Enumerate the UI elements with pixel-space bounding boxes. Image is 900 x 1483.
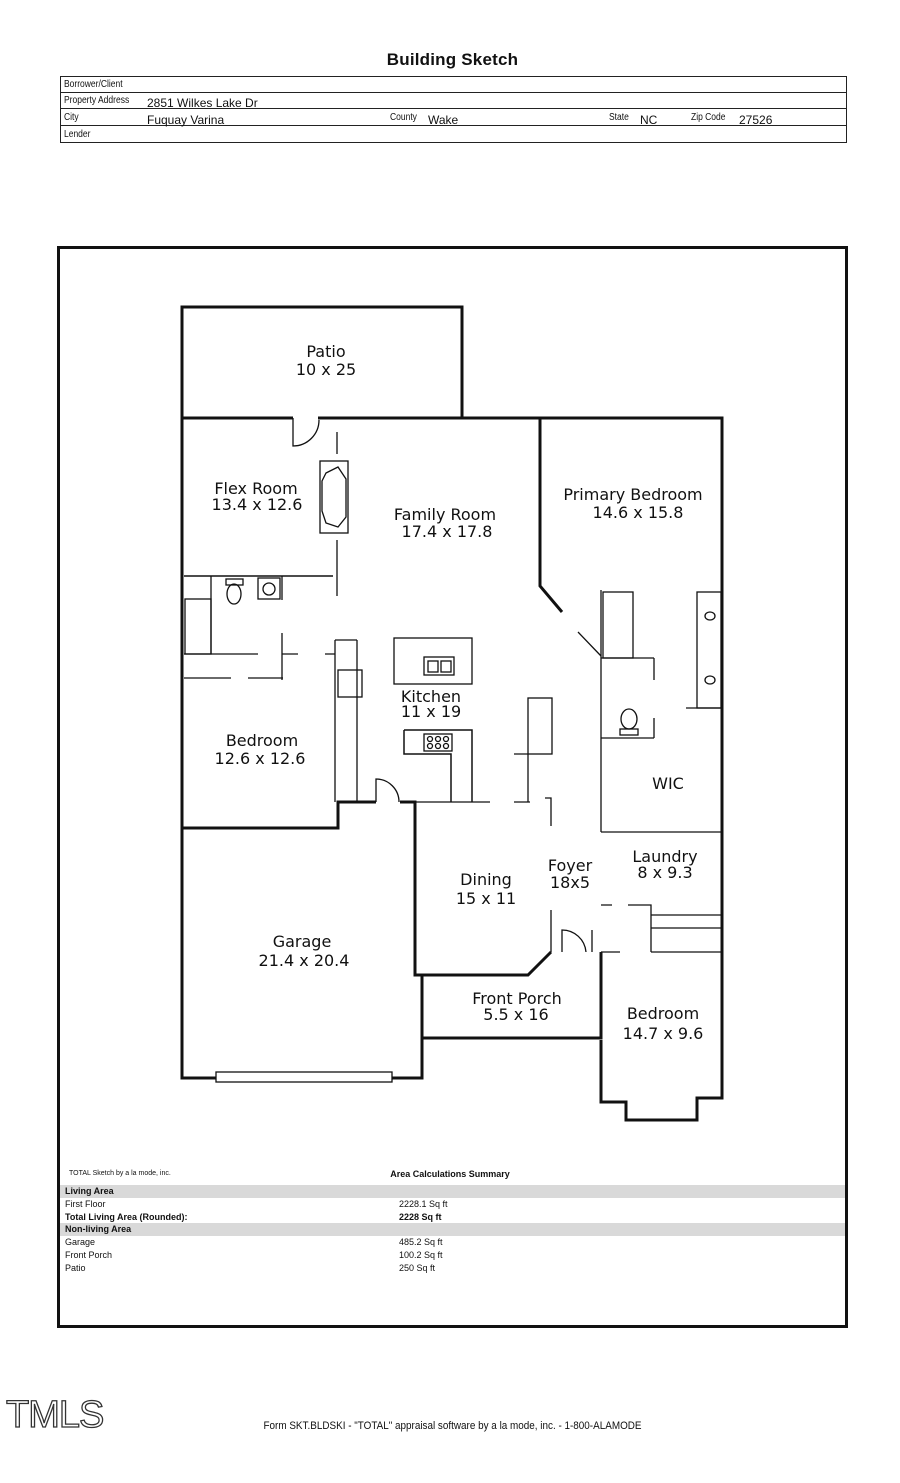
tmls-logo: TMLS [5, 1393, 105, 1436]
property-info-table: Borrower/Client Property Address 2851 Wi… [60, 76, 847, 143]
dining-dims: 15 x 11 [456, 889, 516, 908]
exterior-wall-west [180, 418, 603, 1080]
state-label: State [609, 112, 629, 123]
city-row: City Fuquay Varina County Wake State NC … [61, 110, 846, 127]
lender-row: Lender [61, 127, 846, 143]
summary-row: First Floor 2228.1 Sq ft [60, 1198, 845, 1211]
zip-label: Zip Code [691, 112, 726, 123]
foyer-name: Foyer [548, 856, 593, 875]
address-row: Property Address 2851 Wilkes Lake Dr [61, 93, 846, 110]
family-name: Family Room [394, 505, 496, 524]
summary-row: Front Porch 100.2 Sq ft [60, 1249, 845, 1262]
total-living-value: 2228 Sq ft [399, 1211, 442, 1222]
patio-area-value: 250 Sq ft [399, 1262, 436, 1273]
patio-outline [180, 305, 464, 418]
borrower-label: Borrower/Client [64, 79, 123, 90]
laundry-name: Laundry [632, 847, 697, 866]
total-living-label: Total Living Area (Rounded): [65, 1211, 188, 1222]
toilet-2 [620, 708, 638, 730]
primary-dims: 14.6 x 15.8 [593, 503, 684, 522]
state-value: NC [640, 113, 658, 127]
porch-area-label: Front Porch [65, 1249, 113, 1260]
garage-area-value: 485.2 Sq ft [399, 1237, 443, 1248]
exterior-wall-east [182, 416, 724, 1122]
dining-name: Dining [460, 870, 512, 889]
patio-door [292, 418, 320, 447]
city-label: City [64, 112, 79, 123]
bathtub [184, 598, 212, 655]
primary-wall [538, 418, 564, 613]
toilet-1 [226, 583, 242, 605]
patio-area-label: Patio [65, 1262, 86, 1273]
porch-name: Front Porch [472, 989, 562, 1008]
county-label: County [390, 112, 417, 123]
bedroom2-name: Bedroom [627, 1004, 699, 1023]
porch-area-value: 100.2 Sq ft [399, 1249, 443, 1260]
patio-name: Patio [306, 342, 345, 361]
bedroom1-dims: 12.6 x 12.6 [215, 749, 306, 768]
kitchen-name: Kitchen [401, 687, 461, 706]
patio-dims: 10 x 25 [296, 360, 356, 379]
page-title: Building Sketch [386, 50, 519, 69]
bedroom1-name: Bedroom [226, 731, 298, 750]
zip-value: 27526 [739, 113, 773, 127]
borrower-row: Borrower/Client [61, 77, 846, 93]
sketch-frame [57, 246, 848, 1328]
county-value: Wake [428, 113, 459, 127]
address-label: Property Address [64, 95, 130, 106]
garage-area-label: Garage [65, 1237, 96, 1248]
form-footer: Form SKT.BLDSKI - "TOTAL" appraisal soft… [263, 1420, 642, 1432]
summary-row: Garage 485.2 Sq ft [60, 1236, 845, 1249]
foyer-dims: 18x5 [550, 873, 590, 892]
front-door [561, 929, 587, 953]
area-summary: Living Area First Floor 2228.1 Sq ft Tot… [60, 1185, 845, 1275]
non-living-label: Non-living Area [65, 1224, 132, 1235]
laundry-dims: 8 x 9.3 [637, 863, 692, 882]
living-area-label: Living Area [65, 1186, 114, 1196]
kitchen-dims: 11 x 19 [401, 702, 461, 721]
first-floor-value: 2228.1 Sq ft [399, 1198, 448, 1209]
non-living-area-header: Non-living Area [60, 1223, 845, 1237]
city-value: Fuquay Varina [147, 113, 225, 127]
porch-dims: 5.5 x 16 [483, 1005, 548, 1024]
garage-dims: 21.4 x 20.4 [259, 951, 350, 970]
garage-door [215, 1071, 393, 1083]
garage-name: Garage [273, 932, 332, 951]
family-dims: 17.4 x 17.8 [402, 522, 493, 541]
primary-name: Primary Bedroom [563, 485, 702, 504]
summary-title: Area Calculations Summary [390, 1169, 510, 1179]
bedroom2-dims: 14.7 x 9.6 [623, 1024, 704, 1043]
address-value: 2851 Wilkes Lake Dr [147, 96, 258, 110]
summary-row: Total Living Area (Rounded): 2228 Sq ft [60, 1211, 845, 1224]
summary-row: Patio 250 Sq ft [60, 1262, 845, 1275]
fireplace [319, 460, 349, 534]
sketch-credit: TOTAL Sketch by a la mode, inc. [69, 1170, 171, 1177]
first-floor-label: First Floor [65, 1198, 106, 1209]
flex-dims: 13.4 x 12.6 [212, 495, 303, 514]
kitchen-island [393, 637, 473, 685]
wic-name: WIC [652, 774, 684, 793]
lender-label: Lender [64, 129, 91, 140]
flex-name: Flex Room [214, 479, 297, 498]
living-area-header: Living Area [60, 1185, 845, 1198]
